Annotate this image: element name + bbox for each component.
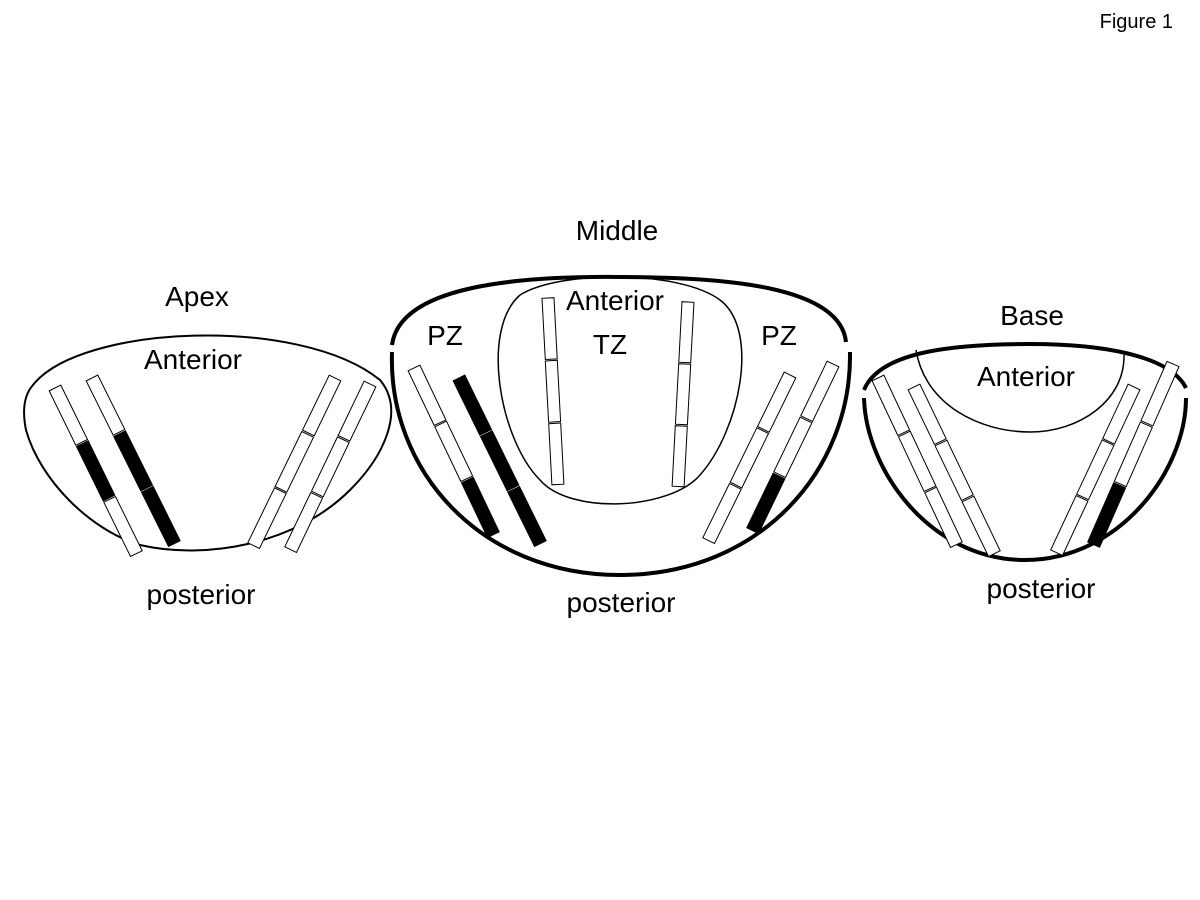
- apex-needle-4: [284, 380, 377, 554]
- middle-needle-3: [541, 297, 565, 486]
- middle-title: Middle: [576, 215, 658, 246]
- apex-section: Apex Anterior posterior: [23, 281, 393, 610]
- apex-needle-2: [85, 374, 181, 548]
- base-needle-3-core-3-negative: [1050, 494, 1089, 557]
- middle-needle-2-core-2-positive: [479, 430, 520, 492]
- middle-needle-4-core-1-negative: [678, 301, 695, 364]
- middle-needle-4-core-2-negative: [674, 363, 692, 426]
- middle-posterior-label: posterior: [567, 587, 676, 618]
- base-posterior-label: posterior: [987, 573, 1096, 604]
- base-needle-1-core-3-negative: [924, 486, 963, 549]
- middle-tz-label: TZ: [593, 329, 627, 360]
- base-section: Base Anterior posterior: [862, 300, 1188, 604]
- base-outline-top: [862, 341, 1188, 391]
- apex-anterior-label: Anterior: [144, 344, 242, 375]
- base-needle-1-core-1-negative: [871, 374, 911, 437]
- middle-pz-left-label: PZ: [427, 320, 463, 351]
- base-anterior-label: Anterior: [977, 361, 1075, 392]
- middle-needle-5: [702, 371, 797, 545]
- apex-needle-3-core-2-negative: [274, 430, 315, 493]
- apex-needle-1-core-3-negative: [103, 495, 143, 558]
- base-needle-2: [907, 383, 1001, 558]
- apex-title: Apex: [165, 281, 229, 312]
- base-needle-2-core-3-negative: [961, 495, 1001, 558]
- apex-needle-3-core-3-negative: [247, 487, 287, 550]
- middle-section: Middle Anterior TZ PZ PZ posterior: [389, 215, 853, 618]
- base-needle-3-core-2-negative: [1076, 439, 1115, 501]
- apex-needle-2-core-3-positive: [140, 485, 181, 548]
- base-needle-1: [871, 374, 963, 549]
- middle-needle-4: [671, 301, 695, 488]
- apex-needle-1-core-1-negative: [48, 384, 89, 446]
- middle-needles: [407, 297, 840, 548]
- base-needle-1-core-2-negative: [897, 430, 937, 493]
- base-title: Base: [1000, 300, 1064, 331]
- middle-needle-2-core-1-positive: [452, 374, 493, 436]
- apex-needle-4-core-3-negative: [284, 491, 324, 554]
- base-needle-2-core-2-negative: [934, 439, 974, 502]
- apex-needle-4-core-2-negative: [310, 436, 350, 498]
- apex-needle-2-core-2-positive: [113, 430, 154, 492]
- base-needle-4: [1087, 360, 1180, 548]
- middle-transition-zone-outline: [497, 276, 743, 505]
- base-needle-2-core-1-negative: [907, 383, 947, 446]
- base-needles: [871, 360, 1180, 558]
- middle-needle-6-core-3-positive: [746, 472, 786, 535]
- base-anterior-zone-outline: [915, 349, 1125, 433]
- base-needle-4-core-3-positive: [1087, 482, 1127, 548]
- middle-needle-4-core-3-negative: [671, 425, 688, 488]
- apex-needles: [48, 374, 377, 558]
- middle-needle-1-core-3-positive: [460, 476, 500, 539]
- base-needle-3: [1050, 383, 1141, 557]
- middle-needle-2-core-3-positive: [507, 485, 547, 548]
- middle-needle-5-core-3-negative: [702, 482, 742, 545]
- middle-outline-bottom: [389, 351, 853, 578]
- apex-needle-1: [48, 384, 143, 558]
- middle-pz-right-label: PZ: [761, 320, 797, 351]
- middle-needle-5-core-2-negative: [729, 427, 770, 489]
- base-needle-4-core-2-negative: [1113, 421, 1153, 488]
- middle-needle-3-core-2-negative: [544, 359, 562, 423]
- figure-label: Figure 1: [1100, 11, 1173, 33]
- apex-needle-2-core-1-negative: [85, 374, 126, 436]
- apex-needle-4-core-1-negative: [337, 380, 377, 442]
- middle-anterior-label: Anterior: [566, 285, 664, 316]
- apex-posterior-label: posterior: [147, 579, 256, 610]
- middle-needle-1: [407, 364, 500, 539]
- middle-needle-6: [746, 360, 840, 535]
- middle-needle-6-core-1-negative: [800, 360, 840, 423]
- base-needle-4-core-1-negative: [1140, 360, 1180, 427]
- apex-needle-1-core-2-positive: [75, 440, 116, 502]
- middle-needle-1-core-1-negative: [407, 364, 447, 427]
- middle-needle-2: [452, 374, 547, 548]
- base-needle-3-core-1-negative: [1102, 383, 1141, 445]
- apex-needle-3-core-1-negative: [301, 374, 342, 437]
- middle-needle-3-core-1-negative: [541, 297, 558, 361]
- base-outline-bottom: [862, 397, 1188, 563]
- apex-outline: [23, 334, 393, 552]
- apex-needle-3: [247, 374, 342, 550]
- middle-needle-1-core-2-negative: [434, 420, 474, 483]
- middle-needle-5-core-1-negative: [756, 371, 797, 433]
- middle-needle-6-core-2-negative: [773, 416, 813, 479]
- middle-needle-3-core-3-negative: [548, 422, 565, 486]
